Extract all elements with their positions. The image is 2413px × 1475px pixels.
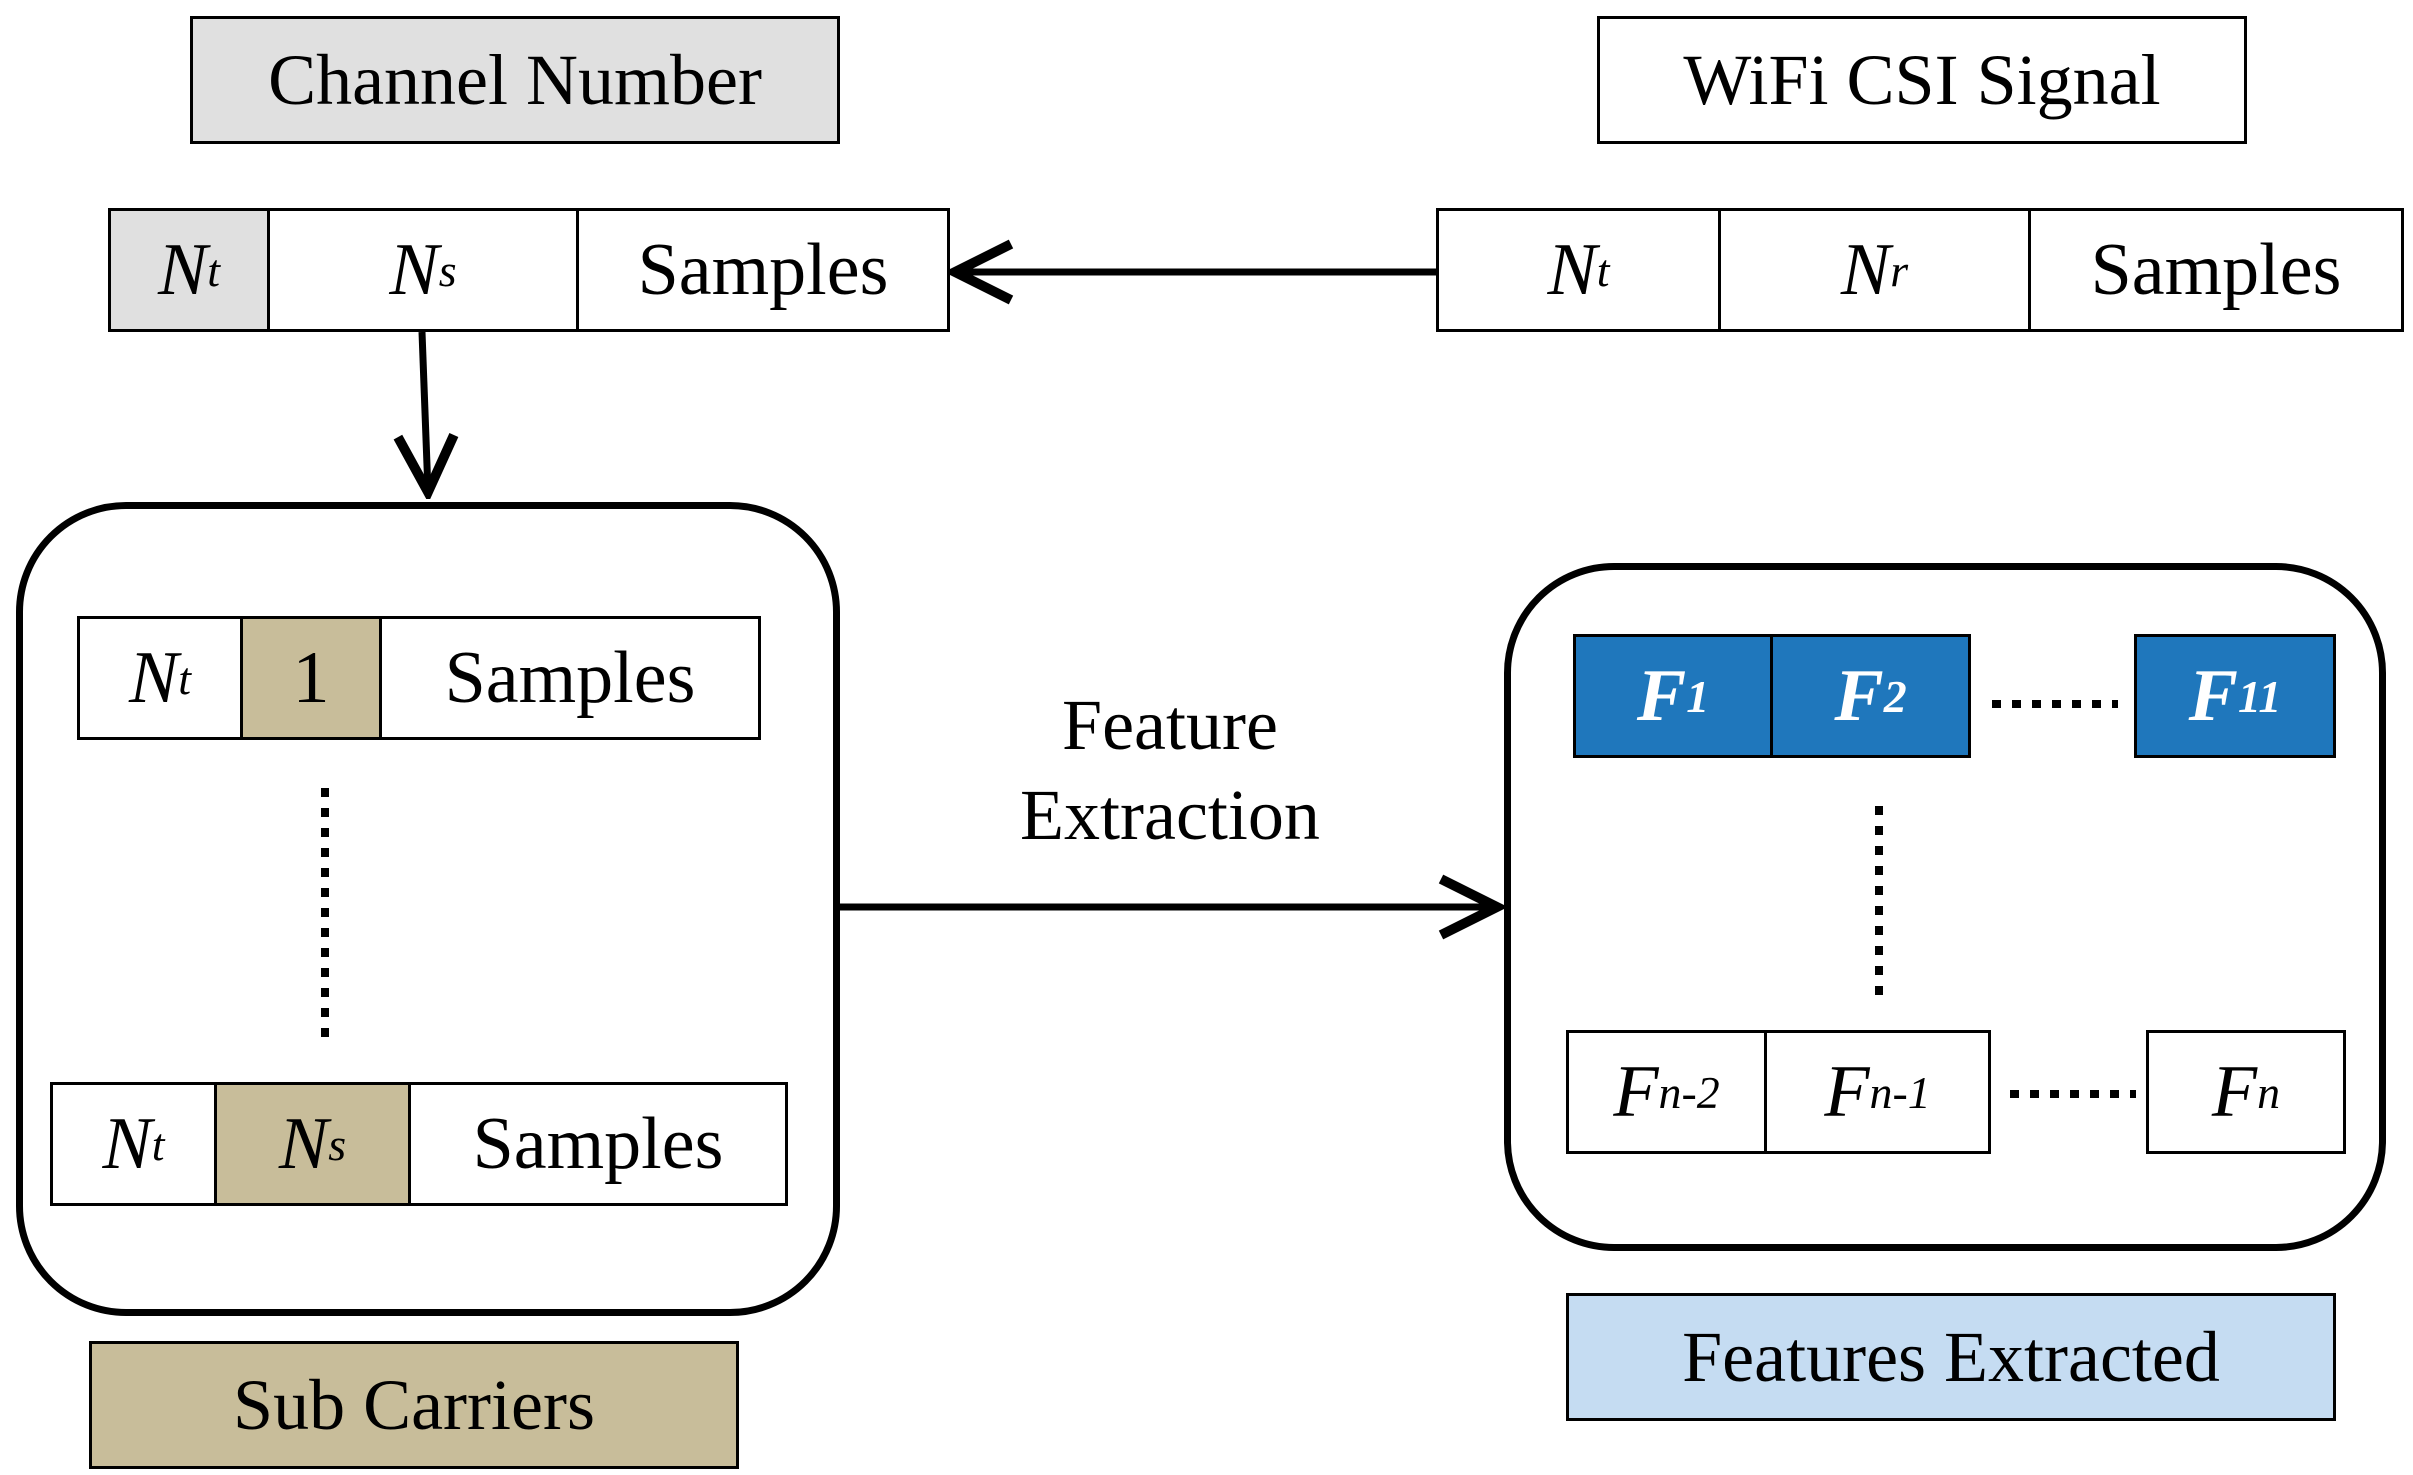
fn2-symbol: F	[1613, 1050, 1659, 1133]
f11-symbol: F	[2188, 654, 2238, 737]
fn-symbol: F	[2211, 1050, 2258, 1133]
feature-extraction-caption: Feature Extraction	[960, 680, 1380, 860]
ns-symbol: N	[278, 1102, 329, 1185]
f1-subscript: 1	[1686, 670, 1710, 722]
nt-subscript: t	[178, 652, 192, 704]
samples-text: Samples	[472, 1102, 724, 1185]
nr-symbol: N	[1840, 228, 1891, 311]
wifi-csi-signal-text: WiFi CSI Signal	[1683, 39, 2161, 120]
fn-subscript: n	[2257, 1066, 2281, 1118]
f2-symbol: F	[1834, 654, 1884, 737]
feature-extraction-line-1: Feature	[1062, 685, 1278, 765]
f2-subscript: 2	[1883, 670, 1907, 722]
nt-symbol: N	[1547, 228, 1597, 311]
feature-extraction-line-2: Extraction	[1020, 775, 1320, 855]
features-extracted-text: Features Extracted	[1682, 1316, 2220, 1397]
nt-subscript: t	[151, 1118, 165, 1170]
wifi-csi-signal-label: WiFi CSI Signal	[1597, 16, 2247, 144]
f11-subscript: 11	[2238, 670, 2282, 722]
fn1-subscript: n-1	[1869, 1066, 1931, 1118]
fn2-subscript: n-2	[1658, 1066, 1720, 1118]
sub-carriers-text: Sub Carriers	[233, 1364, 595, 1445]
nt-subscript: t	[1596, 244, 1610, 296]
features-panel	[1504, 563, 2386, 1251]
features-extracted-label: Features Extracted	[1566, 1293, 2336, 1421]
ns-subscript: s	[328, 1118, 347, 1170]
fn1-symbol: F	[1824, 1050, 1870, 1133]
samples-text: Samples	[444, 636, 696, 719]
nt-symbol: N	[128, 636, 179, 719]
nt-symbol: N	[157, 228, 208, 311]
nr-subscript: r	[1890, 244, 1909, 296]
wifi-row-samples-cell: Samples	[2028, 208, 2404, 332]
channel-row-samples-cell: Samples	[576, 208, 950, 332]
samples-text: Samples	[2090, 228, 2342, 311]
sub-first-index-cell: 1	[240, 616, 382, 740]
ns-subscript: s	[438, 244, 457, 296]
nt-subscript: t	[207, 244, 221, 296]
f1-symbol: F	[1636, 654, 1687, 737]
samples-text: Samples	[637, 228, 889, 311]
arrow-channel-to-subcarriers	[422, 331, 428, 492]
nt-symbol: N	[102, 1102, 152, 1185]
index-one: 1	[292, 636, 330, 719]
channel-number-text: Channel Number	[268, 39, 762, 120]
sub-carriers-panel	[16, 502, 840, 1316]
ns-symbol: N	[389, 228, 439, 311]
sub-last-samples-cell: Samples	[408, 1082, 788, 1206]
channel-number-label: Channel Number	[190, 16, 840, 144]
sub-carriers-label: Sub Carriers	[89, 1341, 739, 1469]
sub-first-samples-cell: Samples	[379, 616, 761, 740]
